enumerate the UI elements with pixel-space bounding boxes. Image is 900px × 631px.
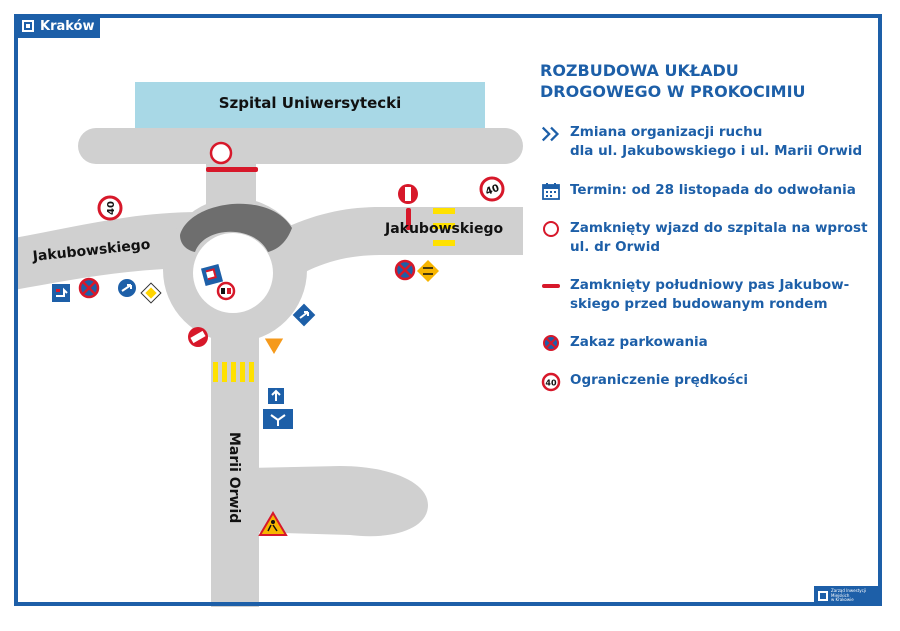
roundabout-center bbox=[193, 233, 273, 313]
legend-item-no-parking: Zakaz parkowania bbox=[540, 333, 870, 352]
legend-item-traffic-change: Zmiana organizacji ruchu dla ul. Jakubow… bbox=[540, 123, 870, 161]
straight-ahead-sign-icon bbox=[268, 388, 284, 404]
legend-item-speed-limit: 40 Ograniczenie prędkości bbox=[540, 371, 870, 392]
legend-item-closed-lane: Zamknięty południowy pas Jakubow- skiego… bbox=[540, 276, 870, 314]
svg-text:40: 40 bbox=[545, 379, 557, 388]
street-label-jakubowskiego-east: Jakubowskiego bbox=[385, 221, 504, 237]
lane-shift-sign-icon bbox=[52, 284, 70, 302]
hospital-label: Szpital Uniwersytecki bbox=[218, 94, 402, 112]
speed-limit-icon: 40 bbox=[97, 195, 123, 221]
hospital-access-road bbox=[78, 128, 523, 164]
lane-end-sign-icon bbox=[200, 263, 224, 287]
priority-road-sign-icon bbox=[140, 282, 162, 304]
no-parking-icon bbox=[78, 277, 100, 299]
pedestrian-crossing-south bbox=[213, 362, 254, 382]
keep-right-sign-icon bbox=[118, 279, 136, 297]
no-parking-icon bbox=[394, 259, 416, 281]
legend-text: Ograniczenie prędkości bbox=[570, 372, 748, 388]
no-overtaking-sign-icon bbox=[216, 281, 236, 301]
closed-lane-line-north bbox=[206, 167, 258, 172]
road-jakubowskiego-east bbox=[285, 207, 523, 278]
pedestrian-crossing-east bbox=[433, 208, 455, 246]
legend-text: Zmiana organizacji ruchu dla ul. Jakubow… bbox=[570, 124, 863, 159]
roadworks-sign-icon bbox=[258, 511, 288, 536]
poster-frame bbox=[14, 14, 882, 606]
speed-limit-icon: 40 bbox=[540, 371, 562, 392]
brand-tag: Kraków bbox=[14, 14, 100, 38]
no-entry-icon bbox=[188, 327, 208, 347]
legend-text: Zamknięty wjazd do szpitala na wprost ul… bbox=[570, 220, 868, 255]
legend-item-closed-entry: Zamknięty wjazd do szpitala na wprost ul… bbox=[540, 219, 870, 257]
closed-lane-line-icon bbox=[540, 276, 562, 295]
legend-text: Zakaz parkowania bbox=[570, 334, 708, 350]
roads bbox=[14, 128, 523, 607]
double-chevron-icon bbox=[540, 123, 562, 144]
svg-text:40: 40 bbox=[484, 183, 501, 198]
legend-text: Termin: od 28 listopada do odwołania bbox=[570, 182, 856, 198]
road-side-branch bbox=[250, 466, 428, 537]
no-parking-icon bbox=[540, 333, 562, 352]
calendar-icon bbox=[540, 181, 562, 200]
legend-item-date: Termin: od 28 listopada do odwołania bbox=[540, 181, 870, 200]
closed-entry-circle-icon bbox=[209, 141, 233, 165]
two-way-traffic-sign-icon bbox=[417, 260, 439, 282]
lane-split-sign-icon bbox=[263, 409, 293, 429]
road-marii-orwid bbox=[211, 305, 259, 607]
closed-entry-circle-icon bbox=[540, 219, 562, 238]
road-jakubowskiego-west bbox=[14, 212, 200, 290]
legend-text: Zamknięty południowy pas Jakubow- skiego… bbox=[570, 277, 850, 312]
zim-mark-icon bbox=[818, 591, 828, 601]
zim-logo-icon: Zarząd Inwestycji Miejskich w Krakowie bbox=[814, 586, 878, 606]
roundabout-construction-island bbox=[180, 203, 292, 252]
give-way-sign-icon bbox=[263, 337, 285, 356]
speed-limit-icon: 40 bbox=[479, 176, 505, 202]
svg-text:40: 40 bbox=[106, 201, 117, 215]
closed-lane-line-east bbox=[406, 208, 411, 230]
legend-title: ROZBUDOWA UKŁADU DROGOWEGO W PROKOCIMIU bbox=[540, 61, 806, 101]
organization-name: Zarząd Inwestycji Miejskich w Krakowie bbox=[831, 588, 867, 603]
city-logo-icon bbox=[22, 20, 34, 32]
brand-city: Kraków bbox=[40, 18, 95, 34]
no-entry-icon bbox=[398, 184, 418, 204]
hospital-building bbox=[135, 82, 485, 128]
street-label-marii-orwid: Marii Orwid bbox=[226, 432, 242, 524]
direction-arrow-sign-icon bbox=[292, 303, 316, 327]
